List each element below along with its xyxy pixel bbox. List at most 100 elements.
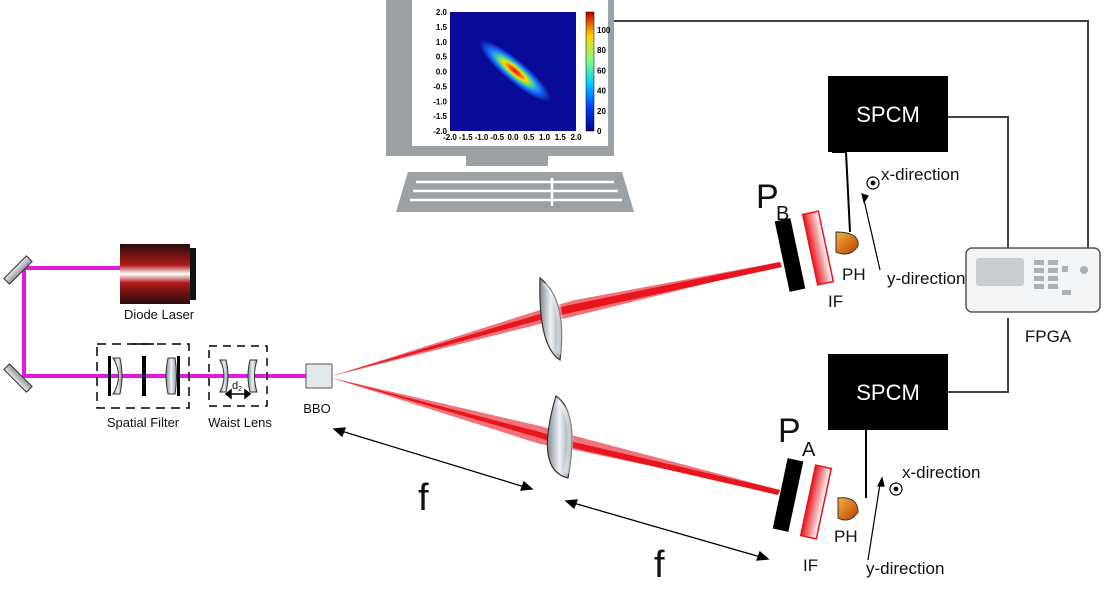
colorbar-tick: 40	[597, 87, 606, 96]
cable-spcm-bottom-fpga	[948, 318, 1009, 393]
polarizer-a-label: P	[778, 412, 801, 450]
polarizer-b-subscript: B	[776, 203, 789, 225]
colorbar-tick: 0	[597, 127, 602, 136]
polarizer-a-subscript: A	[802, 439, 816, 461]
x-direction-a-icon	[889, 482, 903, 496]
spatial-filter-lens-2-mount	[177, 356, 180, 396]
plot-y-tick: 0.0	[436, 68, 448, 77]
waist-distance-arrow	[224, 388, 252, 400]
fiber-lines	[832, 151, 867, 498]
pinhole-a-label: PH	[834, 527, 858, 546]
keyboard-keys	[410, 178, 622, 206]
filter-a-label: IF	[803, 556, 818, 575]
plot-y-tick: 2.0	[436, 8, 448, 17]
mirror-bottom-body	[3, 363, 33, 393]
filter-b	[801, 210, 835, 286]
detection-arm-a: P A IF PH x-direction y-direction	[772, 412, 980, 578]
pinhole-b-label: PH	[842, 265, 866, 284]
waist-lens-element-2	[247, 359, 258, 393]
pinhole-a	[837, 497, 859, 521]
pump-beam-path	[22, 266, 306, 378]
plot-x-tick: 1.5	[555, 133, 567, 142]
plot-y-tick: 1.0	[436, 38, 448, 47]
x-direction-b-icon	[866, 176, 880, 190]
focal-label-2: f	[654, 544, 665, 586]
diode-laser-label: Diode Laser	[124, 307, 195, 322]
spcm-bottom: SPCM	[828, 354, 948, 430]
plot-y-tick: 0.5	[436, 53, 448, 62]
diode-laser-body	[120, 244, 190, 304]
fpga-label: FPGA	[1025, 327, 1072, 346]
heatmap-distribution	[479, 40, 551, 102]
mirror-bottom	[3, 363, 33, 393]
waist-lens-label: Waist Lens	[208, 415, 272, 430]
fiber-top	[832, 151, 851, 233]
plot-y-tick: 1.5	[436, 23, 448, 32]
mirror-top	[3, 255, 33, 285]
waist-distance-subscript: 2	[238, 386, 242, 393]
colorbar-tick: 20	[597, 107, 606, 116]
spcm-top-box	[828, 76, 948, 152]
polarizer-b	[774, 218, 806, 292]
spcm-top: SPCM	[828, 76, 948, 152]
plot-x-tick: -2.0	[443, 133, 457, 142]
pump-beam	[22, 266, 306, 378]
plot-y-tick: -1.5	[433, 112, 447, 121]
focal-label-1: f	[418, 477, 429, 519]
plot-y-ticks: 2.01.51.00.50.0-0.5-1.0-1.5-2.0	[433, 8, 447, 136]
diode-laser: Diode Laser	[120, 244, 196, 322]
coincidence-plot: 2.01.51.00.50.0-0.5-1.0-1.5-2.0 -2.0-1.5…	[433, 8, 611, 142]
waist-lens-element-1	[219, 359, 229, 393]
colorbar-tick: 60	[597, 66, 606, 75]
lens-lower-body	[546, 395, 573, 479]
mirror-top-body	[3, 255, 33, 285]
filter-b-label: IF	[828, 292, 843, 311]
monitor-stand	[466, 156, 548, 166]
detection-arm-b: P B IF PH x-direction y-direction	[756, 165, 965, 311]
bbo-label: BBO	[303, 401, 330, 416]
colorbar	[585, 11, 595, 132]
cable-spcm-top-fpga	[948, 116, 1009, 250]
spcm-bottom-label: SPCM	[856, 380, 920, 405]
cables	[614, 20, 1089, 393]
waist-distance-label: d2	[232, 380, 242, 393]
waist-distance-symbol: d	[232, 380, 238, 392]
y-direction-b-label: y-direction	[887, 269, 965, 288]
lens-upper-body	[539, 276, 563, 362]
spatial-filter-lens-2	[165, 357, 177, 395]
plot-x-tick: -1.0	[475, 133, 489, 142]
x-direction-b-label: x-direction	[881, 165, 959, 184]
focal-arrows	[332, 427, 770, 561]
filter-a	[799, 464, 833, 540]
plot-x-tick: 1.0	[539, 133, 551, 142]
plot-y-tick: -1.0	[433, 97, 447, 106]
pinhole-b	[835, 231, 859, 255]
focal-arrow-2	[569, 501, 765, 559]
bbo-crystal: BBO	[303, 363, 333, 416]
fpga-buttons	[1034, 260, 1088, 295]
waist-lens: d2 Waist Lens	[208, 345, 272, 430]
diode-laser-back	[190, 248, 196, 300]
spatial-filter: Spatial Filter	[96, 343, 190, 430]
spatial-filter-pinhole	[142, 356, 146, 396]
fpga-display	[976, 258, 1024, 286]
computer: 2.01.51.00.50.0-0.5-1.0-1.5-2.0 -2.0-1.5…	[386, 0, 634, 212]
polarizer-b-label: P	[756, 178, 779, 216]
plot-x-tick: 2.0	[570, 133, 582, 142]
spatial-filter-lens-1-mount	[108, 356, 111, 396]
x-direction-a-label: x-direction	[902, 463, 980, 482]
fpga: FPGA	[965, 247, 1101, 346]
plot-y-tick: -0.5	[433, 82, 447, 91]
colorbar-tick: 80	[597, 46, 606, 55]
spatial-filter-label: Spatial Filter	[107, 415, 180, 430]
waist-lens-frame	[208, 345, 268, 407]
y-direction-a-label: y-direction	[866, 559, 944, 578]
lens-upper	[539, 276, 564, 362]
plot-x-tick: -1.5	[459, 133, 473, 142]
bbo-crystal-body	[305, 363, 333, 389]
lens-lower	[546, 395, 574, 479]
